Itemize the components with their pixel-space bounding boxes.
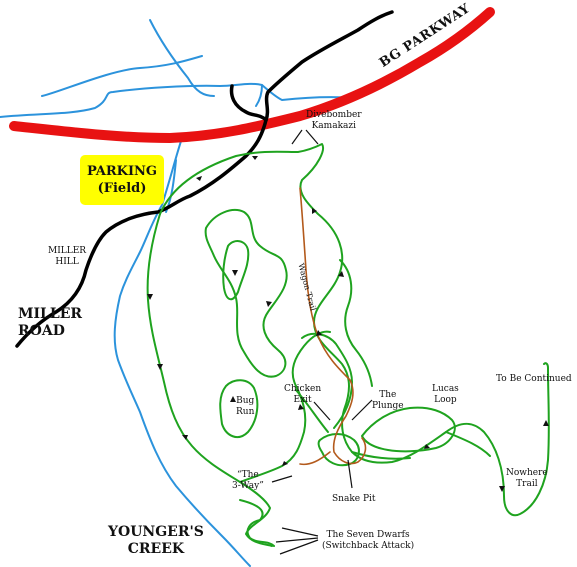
continued-label: To Be Continued xyxy=(496,374,572,385)
direction-arrow-icon xyxy=(282,461,288,466)
creek-lines xyxy=(0,19,357,567)
plunge-line1: The xyxy=(379,390,397,400)
direction-arrow-icon xyxy=(196,176,202,181)
continued-text: To Be Continued xyxy=(496,374,572,384)
divebomber-line1: Divebomber xyxy=(306,110,362,120)
lucas-line2: Loop xyxy=(434,395,457,405)
parking-label: PARKING (Field) xyxy=(80,155,164,205)
creek-branch-short xyxy=(255,84,263,107)
leader-line-icon xyxy=(313,401,331,421)
direction-arrow-icon xyxy=(266,301,272,307)
direction-arrow-icon xyxy=(424,444,430,449)
wagon-trail-line xyxy=(299,187,367,465)
three-way-label: “The 3-Way” xyxy=(232,470,264,492)
nowhere-line2: Trail xyxy=(516,479,538,489)
road-spur xyxy=(229,84,268,122)
direction-arrow-icon xyxy=(298,404,304,410)
trail-central-link xyxy=(351,451,411,460)
trail-central-east xyxy=(339,259,373,387)
three-way-line2: 3-Way” xyxy=(232,481,264,491)
nowhere-line1: Nowhere xyxy=(506,468,548,478)
leader-line-icon xyxy=(347,459,353,489)
bug-line2: Run xyxy=(236,407,255,417)
direction-arrow-icon xyxy=(316,330,322,336)
miller-hill-label: MILLER HILL xyxy=(48,246,86,268)
trail-outer-loop xyxy=(159,143,550,517)
chicken-exit-label: Chicken Exit xyxy=(284,384,321,406)
three-way-line1: “The xyxy=(237,470,259,480)
trail-west-descent xyxy=(146,213,273,547)
divebomber-line2: Kamakazi xyxy=(311,121,357,131)
leader-line-icon xyxy=(351,399,373,421)
miller-hill-line2: HILL xyxy=(55,257,79,267)
direction-arrow-icon xyxy=(312,208,317,214)
seven-dwarfs-label: The Seven Dwarfs (Switchback Attack) xyxy=(322,530,414,552)
creek-branch-top xyxy=(41,55,203,97)
trail-3way xyxy=(239,330,331,483)
plunge-label: The Plunge xyxy=(372,390,404,412)
miller-road-line xyxy=(15,10,394,348)
trail-bug-run xyxy=(219,379,259,439)
creek-line2: CREEK xyxy=(127,541,185,557)
direction-arrow-icon xyxy=(182,435,188,440)
snake-pit-text: Snake Pit xyxy=(332,494,376,504)
parking-line2: (Field) xyxy=(97,181,147,196)
miller-road-label: MILLER ROAD xyxy=(18,306,82,340)
direction-arrow-icon xyxy=(543,420,549,426)
lucas-line1: Lucas xyxy=(432,384,459,394)
direction-arrow-icon xyxy=(157,364,163,370)
miller-road-line2: ROAD xyxy=(18,323,65,339)
creek-upper xyxy=(0,82,357,118)
nowhere-trail-label: Nowhere Trail xyxy=(506,468,548,490)
direction-arrow-icon xyxy=(338,271,344,277)
leader-lines xyxy=(271,129,373,555)
plunge-line2: Plunge xyxy=(372,401,404,411)
direction-arrow-icon xyxy=(252,156,258,160)
creek-main xyxy=(113,137,251,567)
trail-lines xyxy=(146,143,550,547)
wagon-trail-spur xyxy=(299,451,331,466)
miller-road-line1: MILLER xyxy=(18,306,83,322)
miller-hill-line1: MILLER xyxy=(48,246,87,256)
black-roads xyxy=(15,10,394,348)
chicken-line2: Exit xyxy=(293,395,312,405)
leader-line-icon xyxy=(291,129,303,145)
dwarfs-line2: (Switchback Attack) xyxy=(322,541,415,551)
parking-line1: PARKING xyxy=(86,164,158,179)
creek-label: YOUNGER'S CREEK xyxy=(108,524,204,558)
creek-branch-center xyxy=(149,19,215,97)
trail-lucas-loop xyxy=(361,406,456,453)
bug-line1: Bug xyxy=(236,396,255,406)
trail-inner-mid xyxy=(222,240,250,301)
chicken-line1: Chicken xyxy=(284,384,322,394)
direction-arrow-icon xyxy=(230,396,236,402)
leader-line-icon xyxy=(305,129,319,145)
divebomber-label: Divebomber Kamakazi xyxy=(306,110,362,132)
bug-run-label: Bug Run xyxy=(236,396,254,418)
parkway-road xyxy=(9,7,495,144)
trail-nowhere xyxy=(445,431,491,457)
snake-pit-label: Snake Pit xyxy=(332,494,376,505)
leader-line-icon xyxy=(279,539,319,555)
leader-line-icon xyxy=(271,475,293,483)
leader-line-icon xyxy=(281,527,319,537)
trail-connector xyxy=(295,389,329,433)
direction-arrow-icon xyxy=(232,270,238,276)
lucas-loop-label: Lucas Loop xyxy=(432,384,459,406)
creek-line1: YOUNGER'S xyxy=(108,524,204,540)
direction-arrow-icon xyxy=(499,486,505,492)
direction-arrows xyxy=(147,156,549,492)
dwarfs-line1: The Seven Dwarfs xyxy=(326,530,410,540)
trail-inner-north xyxy=(204,209,288,378)
direction-arrow-icon xyxy=(147,294,153,300)
trail-dwarfs xyxy=(239,499,275,547)
leader-line-icon xyxy=(275,537,319,543)
trail-snake-pit xyxy=(317,433,360,467)
